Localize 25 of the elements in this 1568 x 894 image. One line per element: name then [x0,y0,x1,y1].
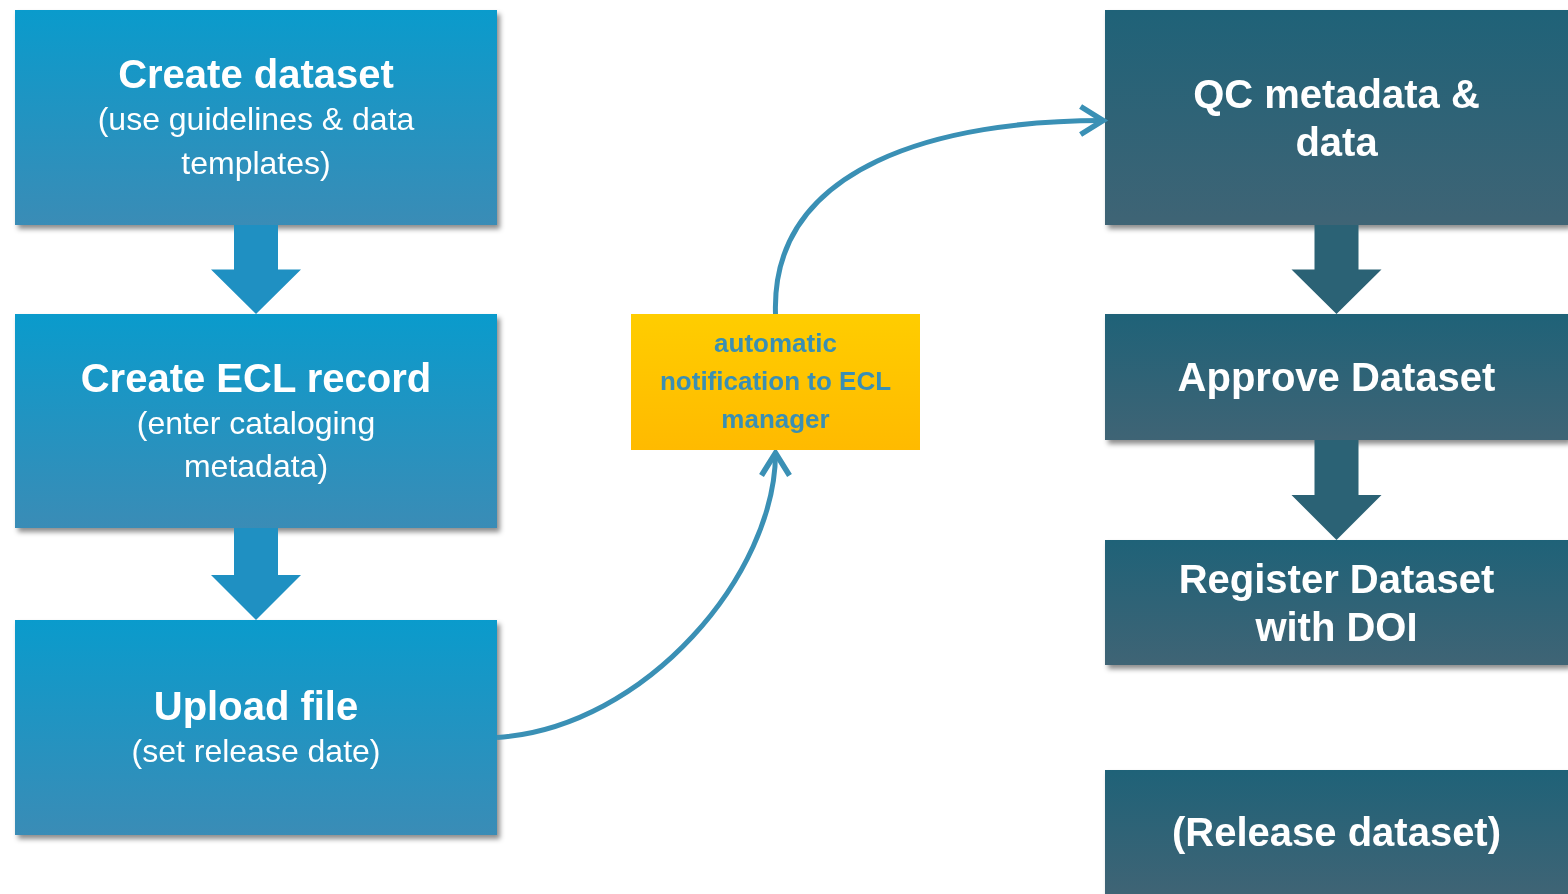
note-text: automatic notification to ECL manager [658,327,893,436]
step-title: Upload file [153,682,359,730]
process-box [15,10,497,225]
step-description: (use guidelines & data templates) [96,100,416,183]
step-title: Create dataset [118,51,394,99]
process-box [15,620,497,835]
block-arrow [1291,440,1382,540]
step-description: (enter cataloging metadata) [135,403,377,486]
process-box [1105,314,1568,440]
note-box [631,314,920,450]
step-description: (set release date) [131,731,381,771]
process-box [1105,770,1568,894]
step-title: Approve Dataset [1177,354,1496,401]
block-arrow [211,528,301,620]
step-title: Create ECL record [80,354,432,402]
step-title: (Release dataset) [1171,809,1501,856]
step-title: QC metadata & data [1192,70,1481,166]
curved-arrow [773,104,1106,315]
block-arrow [1291,225,1382,314]
step-title: Register Dataset with DOI [1177,555,1496,651]
process-box [15,314,497,528]
block-arrow [211,225,301,314]
curved-arrow [496,450,791,740]
process-box [1105,10,1568,225]
process-box [1105,540,1568,665]
